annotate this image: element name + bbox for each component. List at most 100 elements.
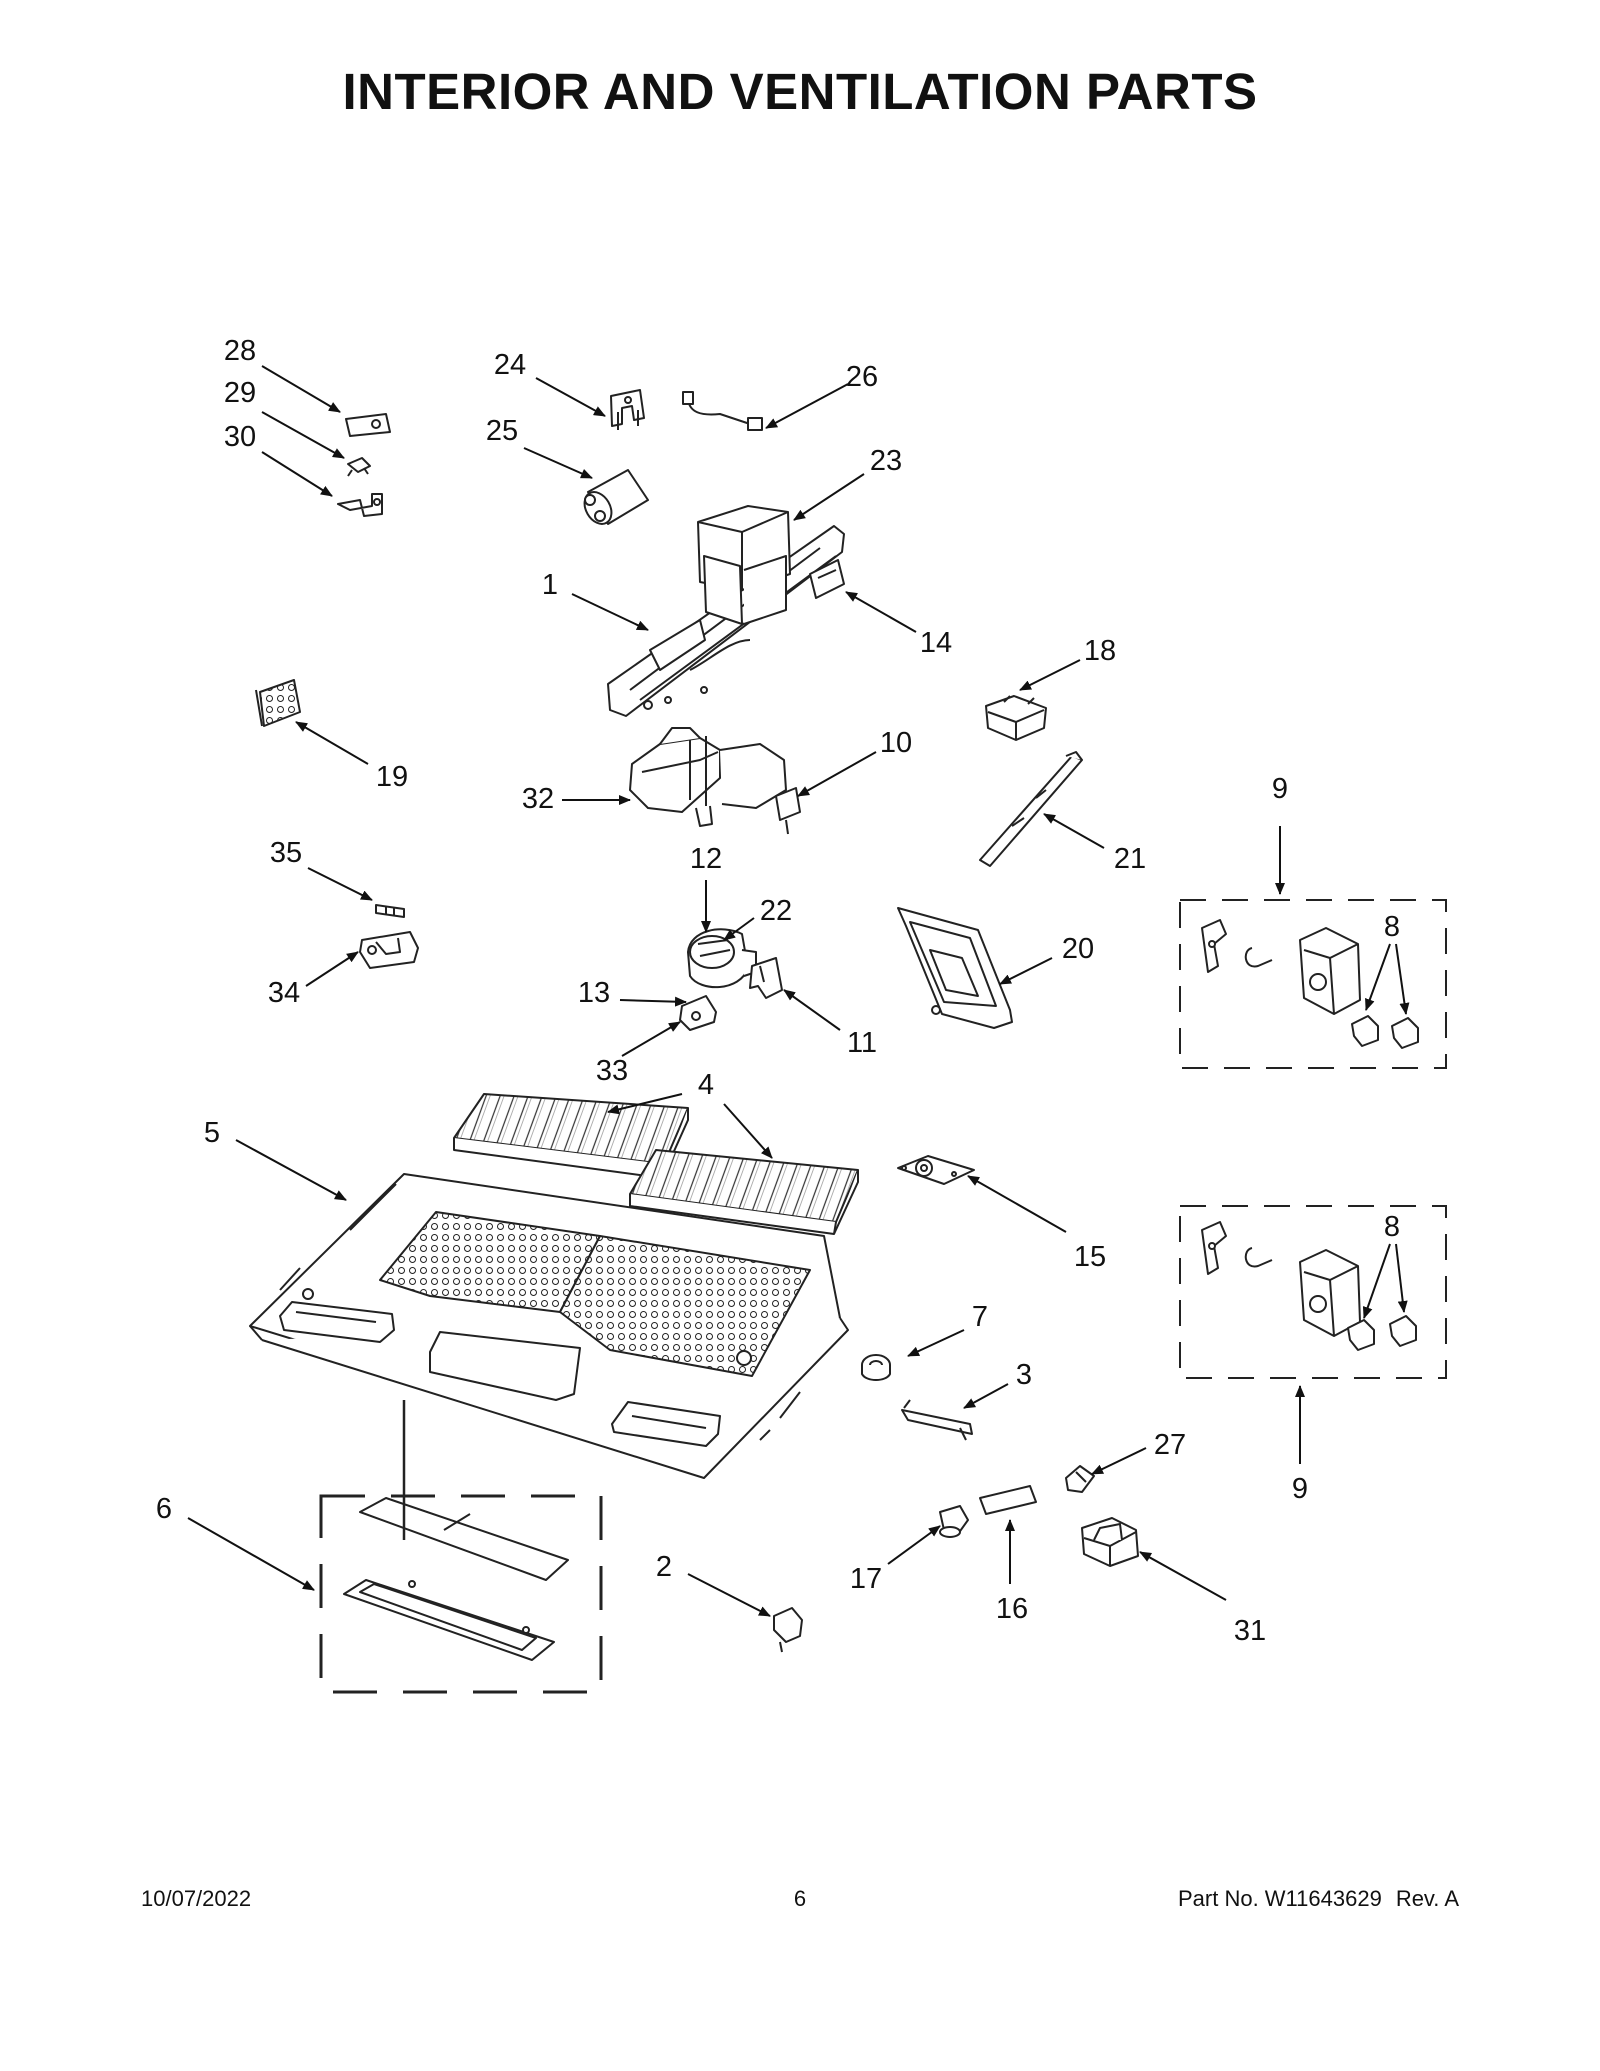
part-3-latch-arm <box>901 1399 973 1441</box>
part-10-fan-bracket <box>775 787 801 835</box>
leader-8-upper-b <box>1395 943 1410 1015</box>
callout-3: 3 <box>1016 1359 1032 1391</box>
callout-9-upper: 9 <box>1272 773 1288 805</box>
callout-8-lower: 8 <box>1384 1211 1400 1243</box>
footer-date: 10/07/2022 <box>141 1886 252 1911</box>
leader-20 <box>999 957 1053 985</box>
leader-4-b <box>723 1103 773 1159</box>
leader-7 <box>907 1329 965 1357</box>
part-9-lower-group-box <box>1179 1205 1447 1379</box>
part-28-bracket <box>345 413 391 437</box>
leader-3 <box>963 1383 1009 1409</box>
part-9-upper-assembly <box>1201 919 1419 1049</box>
callout-24: 24 <box>494 349 526 381</box>
part-20-damper-panel <box>897 907 1013 1029</box>
leader-23 <box>793 473 865 521</box>
part-4-grease-filter-right <box>629 1149 859 1235</box>
part-33-motor-bracket <box>679 995 717 1031</box>
part-23-transformer <box>697 505 791 625</box>
leader-15 <box>967 1175 1067 1233</box>
leader-14 <box>845 591 917 633</box>
callout-30: 30 <box>224 421 256 453</box>
callout-29: 29 <box>224 377 256 409</box>
leader-8-upper-a <box>1365 943 1391 1011</box>
leader-6 <box>187 1517 315 1591</box>
leader-24 <box>535 377 606 417</box>
part-9-upper-group-box <box>1179 899 1447 1069</box>
leader-28 <box>261 365 341 413</box>
footer-revision: Rev. A <box>1395 1886 1459 1911</box>
leader-33 <box>621 1021 681 1057</box>
part-29-clip <box>347 457 371 477</box>
part-27-connector <box>1065 1465 1095 1493</box>
leader-8-lower-b <box>1395 1243 1408 1313</box>
leader-21 <box>1043 813 1105 849</box>
part-4-grease-filter-left <box>453 1093 689 1179</box>
callout-31: 31 <box>1234 1615 1266 1647</box>
callout-13: 13 <box>578 977 610 1009</box>
part-5-bottom-plate <box>249 1173 849 1479</box>
leader-18 <box>1019 659 1081 691</box>
leader-2 <box>687 1573 771 1617</box>
callout-20: 20 <box>1062 933 1094 965</box>
part-11-clip <box>749 957 783 999</box>
leader-27 <box>1091 1447 1147 1475</box>
callout-2: 2 <box>656 1551 672 1583</box>
callout-21: 21 <box>1114 843 1146 875</box>
footer-page-number: 6 <box>793 1886 807 1911</box>
leader-34 <box>305 951 359 987</box>
callout-16: 16 <box>996 1593 1028 1625</box>
leader-19 <box>295 721 369 765</box>
leader-10 <box>797 751 877 797</box>
part-6-charcoal-filter <box>343 1497 569 1661</box>
leader-30 <box>261 451 333 497</box>
callout-34: 34 <box>268 977 300 1009</box>
callout-28: 28 <box>224 335 256 367</box>
callout-22: 22 <box>760 895 792 927</box>
leader-5 <box>235 1139 347 1201</box>
footer-part-info: Part No. W11643629 Rev. A <box>1178 1886 1459 1912</box>
part-30-l-bracket <box>337 493 383 517</box>
callout-19: 19 <box>376 761 408 793</box>
part-13-fan-motor <box>687 928 757 989</box>
part-31-lamp-housing <box>1081 1517 1139 1567</box>
leader-8-lower-a <box>1362 1243 1391 1319</box>
part-34-latch <box>359 931 419 969</box>
leader-22 <box>723 917 755 941</box>
leader-31 <box>1139 1551 1227 1601</box>
part-15-thermostat-bracket <box>897 1155 975 1185</box>
leader-13 <box>619 996 687 1007</box>
part-7-grommet <box>861 1354 891 1381</box>
callout-18: 18 <box>1084 635 1116 667</box>
leader-29 <box>261 411 345 459</box>
leader-26 <box>765 383 849 429</box>
callout-11: 11 <box>847 1027 877 1059</box>
callout-25: 25 <box>486 415 518 447</box>
callout-17: 17 <box>850 1563 882 1595</box>
callout-1: 1 <box>542 569 558 601</box>
leader-1 <box>571 593 649 631</box>
callout-32: 32 <box>522 783 554 815</box>
part-25-capacitor <box>583 469 649 525</box>
part-6-group-box <box>319 1494 603 1694</box>
callout-10: 10 <box>880 727 912 759</box>
callout-9-lower: 9 <box>1292 1473 1308 1505</box>
leader-17 <box>887 1525 941 1565</box>
callout-4: 4 <box>698 1069 714 1101</box>
callout-27: 27 <box>1154 1429 1186 1461</box>
part-14-bracket <box>809 559 845 599</box>
leader-11 <box>783 989 841 1031</box>
part-9-lower-assembly <box>1201 1221 1417 1351</box>
leader-25 <box>523 447 593 479</box>
footer-part-number: Part No. W11643629 <box>1177 1886 1382 1911</box>
part-32-air-duct <box>629 727 787 827</box>
callout-8-upper: 8 <box>1384 911 1400 943</box>
leader-35 <box>307 867 373 901</box>
part-18-fuse-holder <box>985 695 1047 741</box>
callout-5: 5 <box>204 1117 220 1149</box>
callout-14: 14 <box>920 627 952 659</box>
callout-6: 6 <box>156 1493 172 1525</box>
part-2-hook <box>773 1607 803 1653</box>
page-title: INTERIOR AND VENTILATION PARTS <box>342 63 1258 120</box>
